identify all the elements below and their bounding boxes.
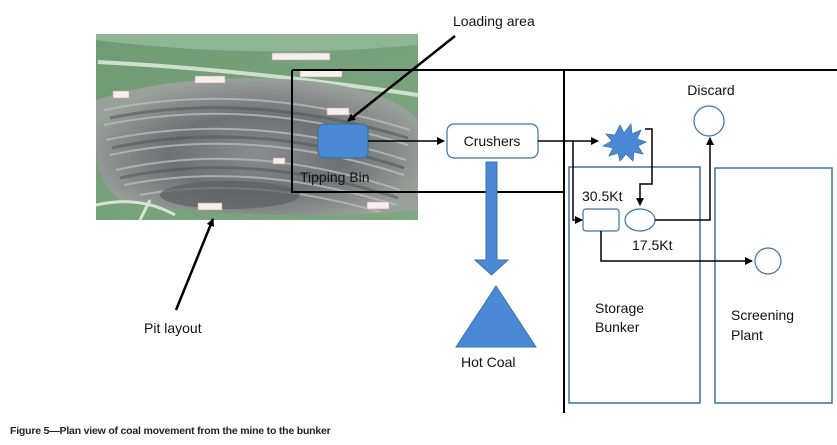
- figure-caption: Figure 5—Plan view of coal movement from…: [10, 425, 331, 437]
- burst-icon: [601, 122, 648, 162]
- hot-coal-label: Hot Coal: [461, 354, 515, 370]
- screening-plant-label-1: Screening: [731, 307, 794, 323]
- storage-bunker-label-2: Bunker: [595, 319, 640, 335]
- region-boundaries: [291, 69, 837, 413]
- tipping-bin-shape: [317, 123, 369, 159]
- pit-layout-arrow: [174, 218, 215, 311]
- loading-area-boundary-left: [291, 70, 564, 193]
- storage-bunker-label-1: Storage: [595, 300, 644, 316]
- tonnage-17-5kt: 17.5Kt: [632, 237, 673, 253]
- flow-to-screening: [600, 231, 753, 265]
- crushers-label: Crushers: [464, 133, 521, 149]
- bunker-oval-node: [624, 208, 656, 232]
- discard-label: Discard: [687, 82, 734, 98]
- pit-aerial-photo: [96, 34, 418, 220]
- tipping-bin-label: Tipping Bin: [300, 169, 370, 185]
- tonnage-30-5kt: 30.5Kt: [582, 188, 623, 204]
- discard-node: [693, 105, 725, 137]
- screening-plant-box: [714, 167, 833, 404]
- screening-plant-label-2: Plant: [731, 327, 763, 343]
- flow-to-bunker-feed: [572, 141, 583, 224]
- hot-coal-pile: [455, 285, 537, 348]
- screening-node: [754, 247, 782, 275]
- pit-layout-label: Pit layout: [144, 320, 202, 336]
- bunker-feed-box: [582, 208, 620, 232]
- flow-burst-to-oval: [636, 128, 653, 206]
- storage-bunker-box: [568, 166, 701, 404]
- loading-area-label: Loading area: [453, 13, 535, 29]
- flow-to-discard: [655, 137, 714, 221]
- hot-coal-down-arrow: [473, 161, 510, 276]
- loading-area-arrow: [347, 35, 456, 122]
